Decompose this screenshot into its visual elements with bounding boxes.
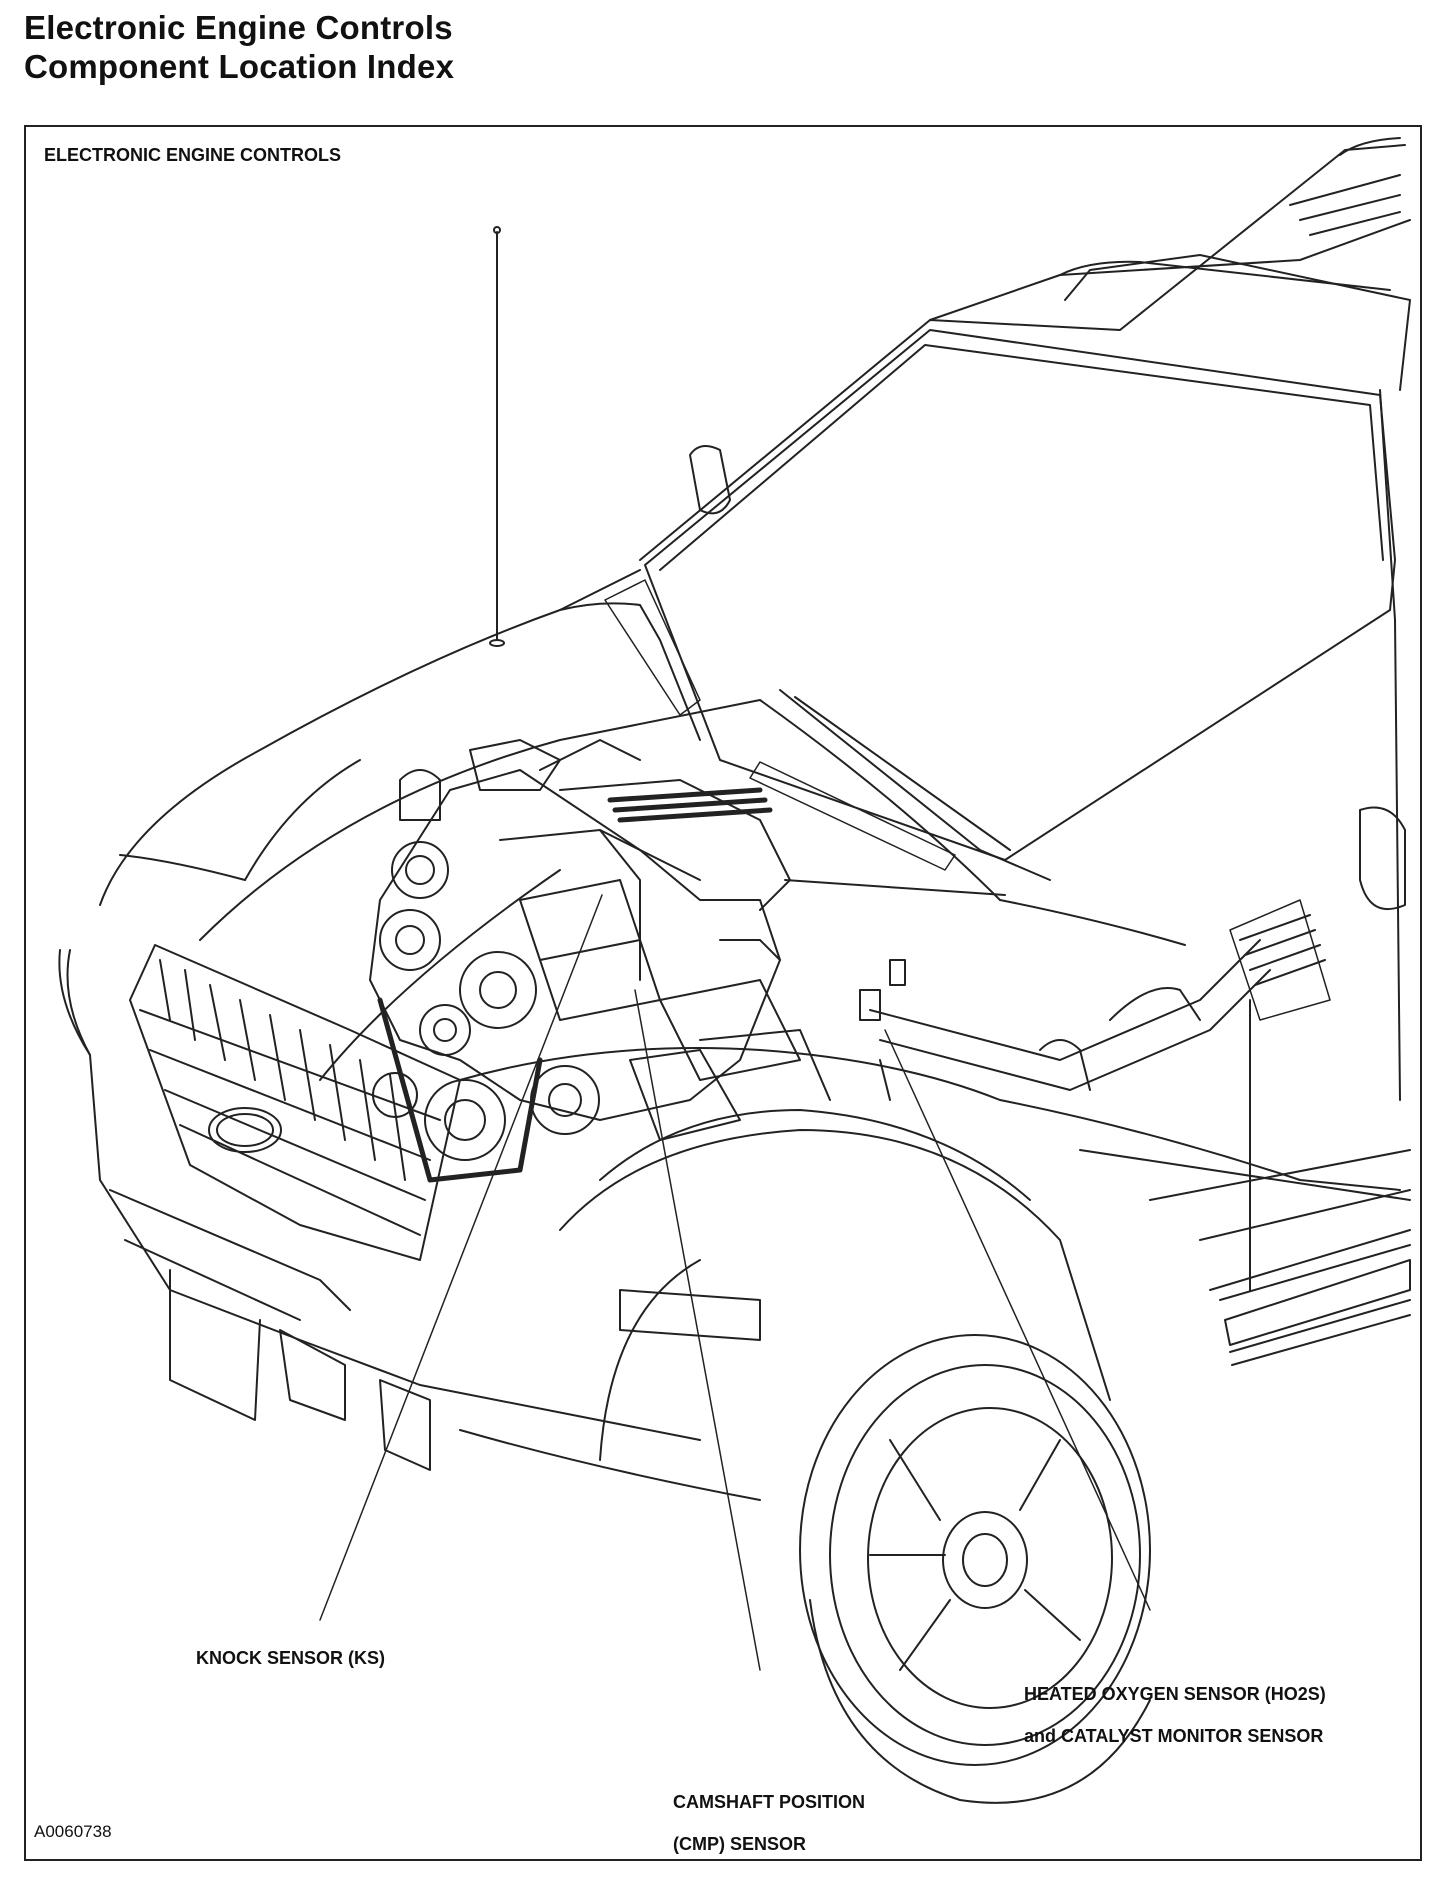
side-body-drawing [1079,389,1411,1366]
grille-drawing [129,944,461,1261]
figure-id: A0060738 [34,1822,112,1841]
cmp-sensor-label-line-1: CAMSHAFT POSITION [673,1792,865,1812]
cowl-vent-drawing [604,579,956,871]
ho2s-callout: HEATED OXYGEN SENSOR (HO2S) and CATALYST… [1024,1663,1326,1768]
mirror-drawing [689,445,731,515]
wheel-drawing [799,1334,1151,1804]
knock-sensor-callout: KNOCK SENSOR (KS) [196,1627,385,1669]
page-title-line-2: Component Location Index [24,48,455,85]
fender-drawing [459,1047,1401,1461]
cmp-sensor-label-line-2: (CMP) SENSOR [673,1834,807,1854]
hood-drawing [99,569,1186,1081]
antenna-drawing [489,226,505,647]
figure-frame-label: ELECTRONIC ENGINE CONTROLS [44,145,342,165]
roof-drawing [639,137,1411,561]
figure-frame [24,125,1422,1861]
cmp-sensor-callout: CAMSHAFT POSITION (CMP) SENSOR [673,1771,865,1876]
knock-sensor-label: KNOCK SENSOR (KS) [196,1648,386,1668]
engine-drawing [369,739,831,1183]
callout-leader-lines [319,894,1151,1671]
ho2s-label-line-2: and CATALYST MONITOR SENSOR [1024,1726,1324,1746]
bumper-drawing [58,949,761,1501]
vehicle-illustration [58,137,1411,1804]
page-title-line-1: Electronic Engine Controls [24,9,453,46]
exhaust-system-drawing [859,806,1406,1101]
page-title: Electronic Engine Controls Component Loc… [24,8,454,86]
ho2s-label-line-1: HEATED OXYGEN SENSOR (HO2S) [1024,1684,1326,1704]
